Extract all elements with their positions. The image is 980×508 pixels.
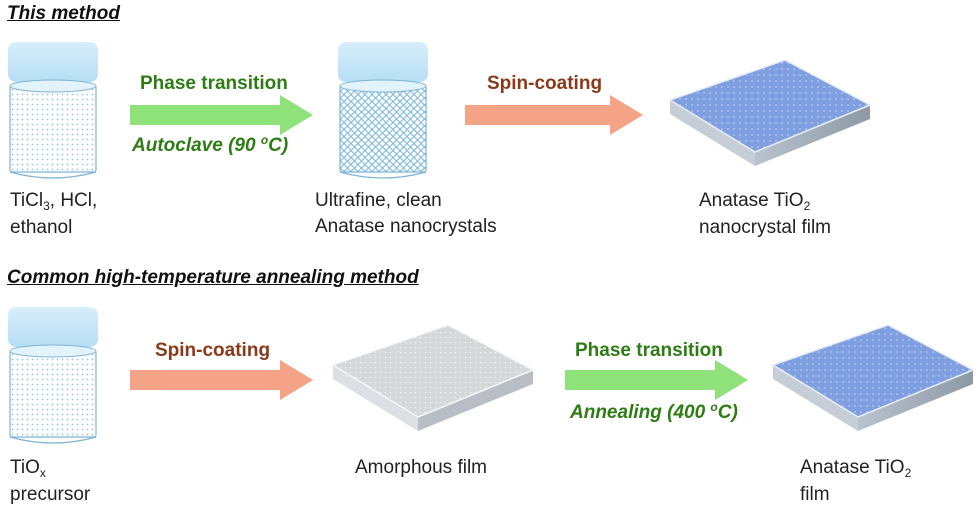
precursor-label: TiCl3, HCl, ethanol: [10, 190, 98, 238]
anatase-film-label: Anatase TiO2 nanocrystal film: [699, 190, 831, 238]
amorphous-film-icon: [331, 324, 535, 431]
arrow-subtitle-autoclave: Autoclave (90 oC): [132, 133, 289, 156]
nanocrystals-label: Ultrafine, clean Anatase nanocrystals: [315, 190, 497, 237]
spin-coating-arrow-bottom: [130, 360, 313, 400]
arrow-title-phase-transition: Phase transition: [140, 73, 288, 94]
heading-common-method: Common high-temperature annealing method: [7, 267, 419, 288]
amorphous-film-label: Amorphous film: [355, 457, 487, 478]
tiox-jar-icon: [8, 307, 98, 444]
spin-coating-arrow: [465, 95, 643, 135]
anatase-film-icon: [668, 59, 872, 166]
arrow-title-spin-coating: Spin-coating: [487, 73, 603, 94]
nanocrystal-jar-icon: [338, 42, 428, 179]
arrow-title-phase-transition-bottom: Phase transition: [575, 340, 723, 361]
anatase-film-icon-bottom: [771, 324, 975, 431]
heading-this-method: This method: [7, 3, 120, 24]
tiox-precursor-label: TiOx precursor: [10, 457, 91, 505]
anatase-film-label-bottom: Anatase TiO2 film: [800, 457, 912, 505]
phase-transition-arrow: [130, 95, 313, 135]
phase-transition-arrow-bottom: [565, 360, 748, 400]
arrow-title-spin-coating-bottom: Spin-coating: [155, 340, 271, 361]
precursor-jar-icon: [8, 42, 98, 179]
arrow-subtitle-annealing: Annealing (400 oC): [570, 400, 738, 423]
